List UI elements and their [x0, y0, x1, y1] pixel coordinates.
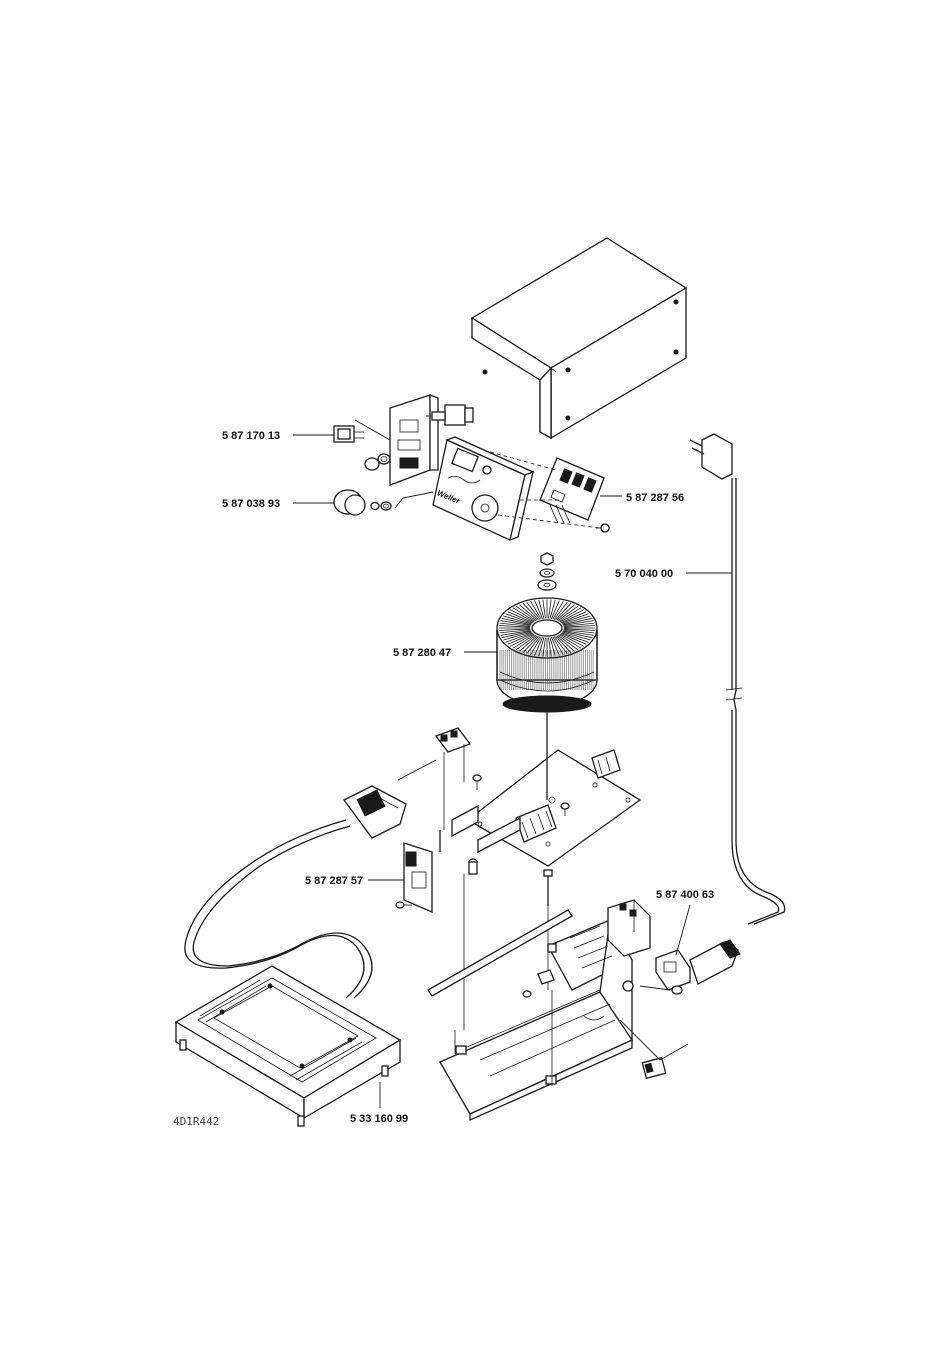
drawing-id: 4D1R442: [173, 1115, 219, 1128]
label-control-pcb: 5 87 287 57: [305, 875, 363, 887]
toroidal-transformer: [497, 598, 597, 712]
label-display-pcb: 5 87 287 56: [626, 492, 684, 504]
front-bracket: [355, 395, 438, 485]
control-pcb: [396, 830, 440, 912]
switch-washers: [365, 454, 390, 470]
label-power-cord: 5 70 040 00: [615, 568, 673, 580]
power-switch: [334, 426, 364, 442]
transformer-fasteners: [538, 553, 556, 590]
label-heating-plate: 5 33 160 99: [350, 1113, 408, 1125]
front-panel: Weller: [433, 437, 533, 540]
label-switch: 5 87 170 13: [222, 430, 280, 442]
standoff-spacer: [464, 859, 477, 1030]
bottom-chassis: [428, 910, 632, 1120]
power-socket: [623, 950, 690, 994]
label-power-socket: 5 87 400 63: [656, 889, 714, 901]
control-knob: [334, 490, 433, 515]
label-knob: 5 87 038 93: [222, 498, 280, 510]
housing-cover: [472, 238, 686, 438]
main-pcb: [452, 708, 640, 866]
power-cord: [690, 434, 785, 984]
heating-plate: [176, 966, 400, 1126]
label-transformer: 5 87 280 47: [393, 647, 451, 659]
pcb-screw: [473, 775, 481, 790]
